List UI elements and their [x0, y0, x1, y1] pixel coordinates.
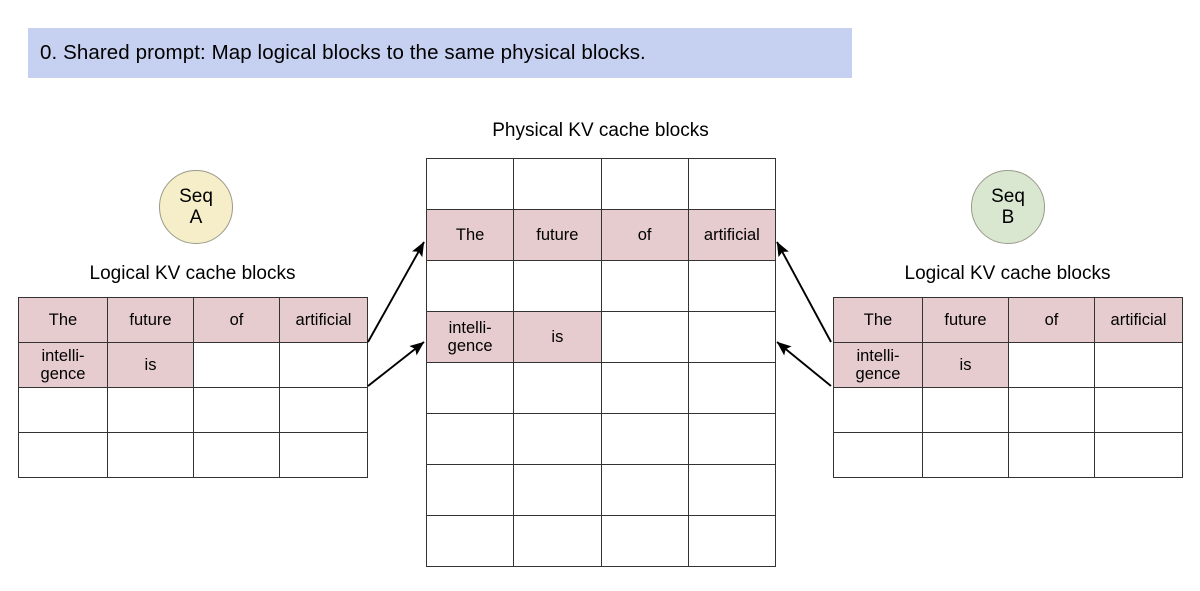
kv-block-empty	[193, 432, 280, 478]
kv-block-empty	[425, 158, 515, 210]
arrow-right-row2-to-physical	[776, 341, 832, 387]
kv-block-empty	[425, 260, 515, 312]
table-row	[425, 260, 777, 312]
kv-block-filled: of	[193, 297, 280, 343]
kv-block-empty	[833, 432, 923, 478]
arrow-right-row1-to-physical	[776, 241, 832, 343]
kv-block-filled: intelli-gence	[18, 342, 108, 388]
kv-block-filled: of	[1008, 297, 1095, 343]
kv-block-empty	[279, 387, 368, 433]
table-row	[425, 464, 777, 516]
kv-block-filled: of	[600, 209, 689, 261]
kv-block-empty	[513, 515, 602, 567]
arrow-left-row2-to-physical	[367, 341, 425, 387]
kv-block-empty	[600, 464, 689, 516]
kv-block-empty	[425, 515, 515, 567]
table-row	[833, 387, 1183, 433]
kv-block-empty	[600, 311, 689, 363]
kv-block-empty	[425, 362, 515, 414]
kv-block-empty	[279, 432, 368, 478]
kv-block-filled: is	[922, 342, 1009, 388]
kv-block-empty	[279, 342, 368, 388]
kv-block-empty	[1094, 432, 1183, 478]
kv-block-filled: artificial	[1094, 297, 1183, 343]
kv-block-empty	[687, 515, 777, 567]
kv-block-filled: The	[425, 209, 515, 261]
kv-block-empty	[513, 158, 602, 210]
kv-block-empty	[687, 260, 777, 312]
kv-block-empty	[600, 413, 689, 465]
kv-block-filled: The	[833, 297, 923, 343]
kv-block-filled: The	[18, 297, 108, 343]
table-row	[425, 515, 777, 567]
kv-block-empty	[513, 362, 602, 414]
kv-block-empty	[600, 362, 689, 414]
kv-block-filled: artificial	[279, 297, 368, 343]
kv-block-filled: future	[107, 297, 194, 343]
prompt-banner-text: 0. Shared prompt: Map logical blocks to …	[40, 41, 646, 64]
kv-block-empty	[107, 432, 194, 478]
table-row	[425, 158, 777, 210]
kv-block-filled: intelli-gence	[425, 311, 515, 363]
seq-a-label-line2: A	[189, 207, 203, 228]
table-row	[425, 413, 777, 465]
kv-block-empty	[513, 260, 602, 312]
kv-block-empty	[1094, 387, 1183, 433]
kv-block-empty	[425, 413, 515, 465]
kv-block-empty	[833, 387, 923, 433]
logical-left-caption: Logical KV cache blocks	[89, 263, 296, 284]
kv-block-empty	[1008, 387, 1095, 433]
kv-block-empty	[107, 387, 194, 433]
seq-b-badge: Seq B	[971, 170, 1045, 244]
kv-block-empty	[600, 515, 689, 567]
kv-block-empty	[1094, 342, 1183, 388]
kv-block-empty	[1008, 342, 1095, 388]
seq-a-badge: Seq A	[159, 170, 233, 244]
table-row	[18, 387, 368, 433]
kv-block-empty	[600, 260, 689, 312]
kv-block-empty	[193, 342, 280, 388]
seq-a-label-line1: Seq	[179, 185, 213, 207]
kv-block-empty	[687, 158, 777, 210]
kv-block-filled: is	[107, 342, 194, 388]
physical-caption: Physical KV cache blocks	[492, 120, 709, 141]
kv-block-empty	[687, 464, 777, 516]
seq-b-label-line2: B	[1001, 207, 1015, 228]
kv-block-empty	[513, 413, 602, 465]
arrow-left-row1-to-physical	[367, 241, 425, 343]
kv-block-filled: future	[922, 297, 1009, 343]
kv-block-empty	[687, 311, 777, 363]
kv-block-filled: is	[513, 311, 602, 363]
kv-block-empty	[18, 387, 108, 433]
logical-right-caption: Logical KV cache blocks	[904, 263, 1111, 284]
kv-block-empty	[687, 413, 777, 465]
kv-block-empty	[922, 387, 1009, 433]
kv-block-empty	[687, 362, 777, 414]
kv-block-empty	[600, 158, 689, 210]
table-row	[425, 362, 777, 414]
table-row	[833, 432, 1183, 478]
kv-block-filled: future	[513, 209, 602, 261]
kv-block-empty	[425, 464, 515, 516]
kv-block-filled: intelli-gence	[833, 342, 923, 388]
kv-block-empty	[193, 387, 280, 433]
kv-block-filled: artificial	[687, 209, 777, 261]
kv-block-empty	[18, 432, 108, 478]
table-row	[18, 432, 368, 478]
kv-block-empty	[513, 464, 602, 516]
prompt-banner: 0. Shared prompt: Map logical blocks to …	[28, 28, 852, 78]
kv-block-empty	[1008, 432, 1095, 478]
kv-block-empty	[922, 432, 1009, 478]
seq-b-label-line1: Seq	[991, 185, 1025, 207]
